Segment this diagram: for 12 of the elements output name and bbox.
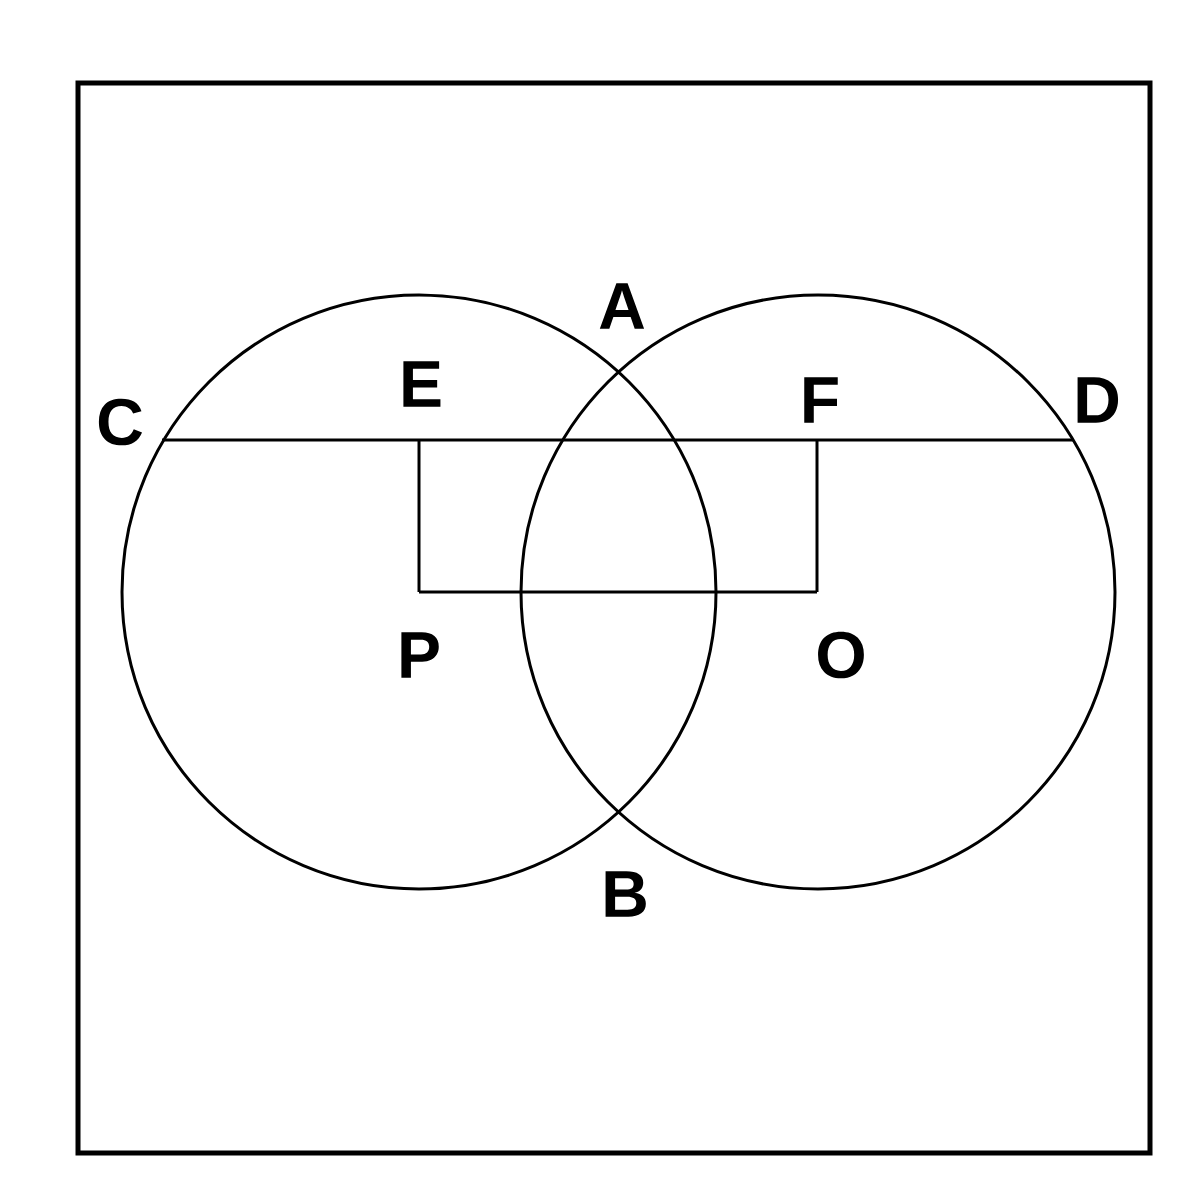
point-label: C xyxy=(98,398,143,446)
point-label: F xyxy=(804,377,838,423)
point-label: B xyxy=(605,871,646,917)
line-segment xyxy=(419,590,817,594)
point-label: A xyxy=(599,283,645,329)
line-segment xyxy=(815,440,819,592)
point-label: D xyxy=(1077,377,1119,423)
point-label: O xyxy=(818,631,864,679)
point-label: P xyxy=(401,632,439,678)
line-segment xyxy=(162,438,1073,442)
point-label: E xyxy=(403,361,441,407)
line-segment xyxy=(417,440,421,592)
